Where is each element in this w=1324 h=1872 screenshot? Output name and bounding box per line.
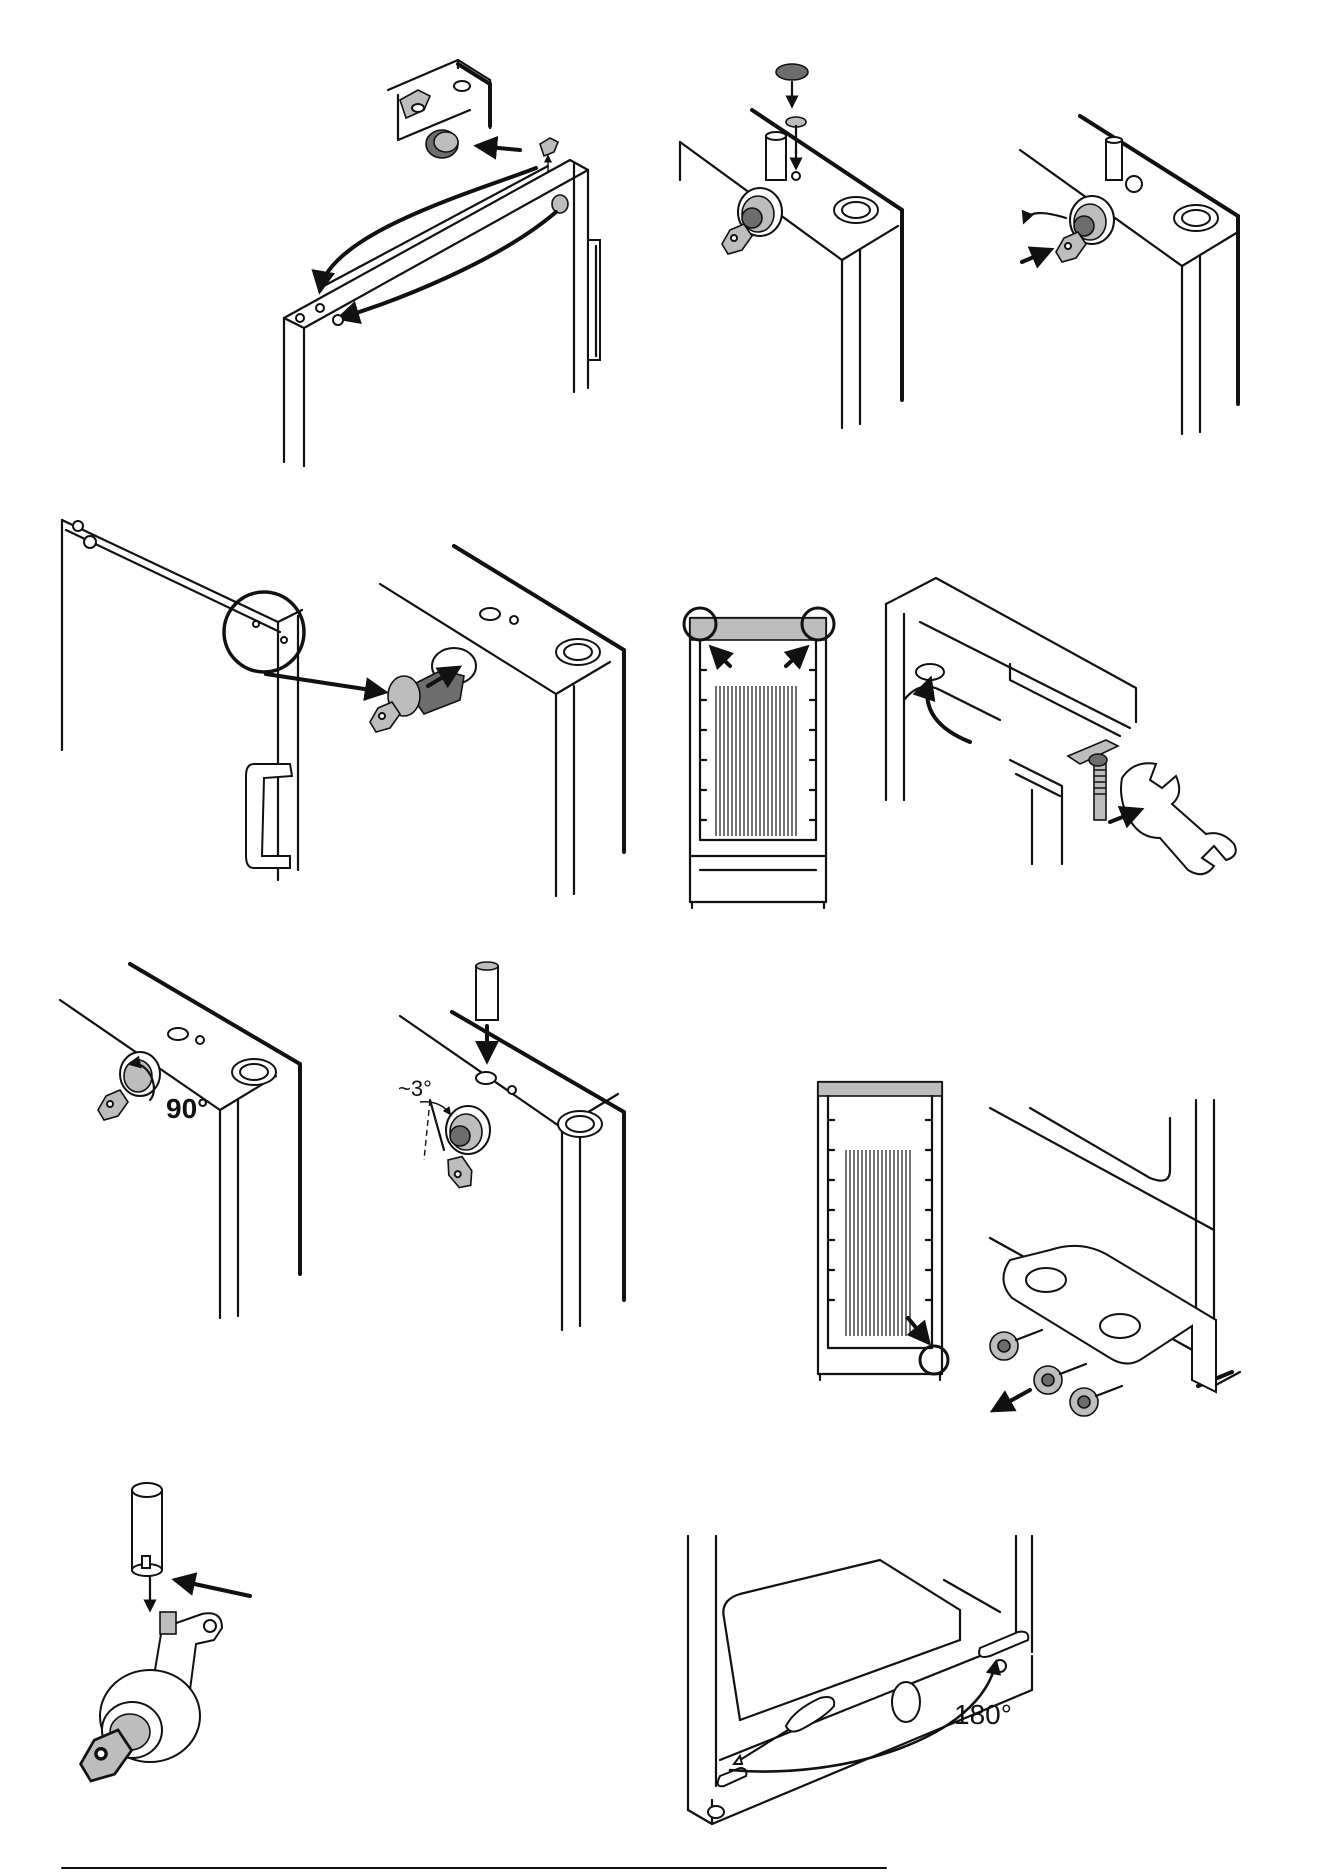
step-7-panel: 90° bbox=[60, 964, 300, 1318]
screw-icon bbox=[990, 1330, 1042, 1360]
step-3-panel bbox=[1020, 116, 1238, 434]
glass-pattern bbox=[716, 686, 796, 836]
step-11-panel: 180° bbox=[688, 1536, 1032, 1824]
arrow-icon bbox=[712, 648, 730, 666]
angle-label-90: 90° bbox=[166, 1093, 208, 1124]
step-6-panel bbox=[886, 578, 1236, 874]
detail-circle bbox=[224, 592, 304, 672]
screwdriver-icon bbox=[734, 1697, 834, 1764]
shelf-supports bbox=[700, 670, 816, 820]
shelf-supports bbox=[828, 1120, 932, 1300]
pin-icon bbox=[132, 1483, 162, 1576]
arrow-icon bbox=[994, 1390, 1030, 1410]
arrow-icon bbox=[1024, 213, 1066, 222]
wrench-icon bbox=[1121, 763, 1236, 874]
step-4-panel bbox=[62, 520, 624, 896]
arrow-icon bbox=[1022, 250, 1050, 262]
step-9-panel bbox=[818, 1082, 1240, 1416]
arrow-icon bbox=[927, 680, 970, 742]
screw-icon bbox=[1070, 1386, 1122, 1416]
key-icon bbox=[722, 224, 752, 254]
lock-cylinder-icon bbox=[446, 1106, 490, 1154]
key-icon bbox=[98, 1090, 128, 1120]
arrow-icon bbox=[420, 1102, 450, 1114]
hinge-cap-icon bbox=[540, 138, 558, 156]
hinge-cap-icon bbox=[400, 90, 430, 118]
arrow-icon bbox=[786, 648, 806, 666]
hinge-bracket-icon bbox=[1003, 1246, 1216, 1392]
screw-cap-icon bbox=[776, 64, 808, 80]
hinge-pin-icon bbox=[1068, 740, 1118, 820]
glass-pattern bbox=[846, 1150, 910, 1336]
key-icon bbox=[440, 1152, 478, 1190]
step-1-panel bbox=[284, 60, 600, 466]
angle-label-3: ~3° bbox=[398, 1076, 432, 1101]
step-10-panel bbox=[81, 1483, 250, 1781]
round-cap-icon bbox=[426, 130, 458, 158]
arrow-icon bbox=[478, 146, 520, 150]
pin-icon bbox=[1106, 140, 1122, 180]
step-8-panel: ~3° bbox=[398, 962, 624, 1330]
pin-icon bbox=[476, 962, 498, 1020]
step-2-panel bbox=[680, 64, 902, 428]
arrow-icon bbox=[908, 1318, 928, 1342]
step-5-panel bbox=[684, 608, 834, 908]
pin-icon bbox=[766, 136, 786, 180]
arrow-icon bbox=[266, 674, 384, 692]
key-icon bbox=[81, 1730, 132, 1781]
key-icon bbox=[370, 702, 400, 732]
arrow-icon bbox=[176, 1580, 250, 1596]
key-icon bbox=[1056, 232, 1086, 262]
angle-label-180: 180° bbox=[954, 1699, 1012, 1730]
